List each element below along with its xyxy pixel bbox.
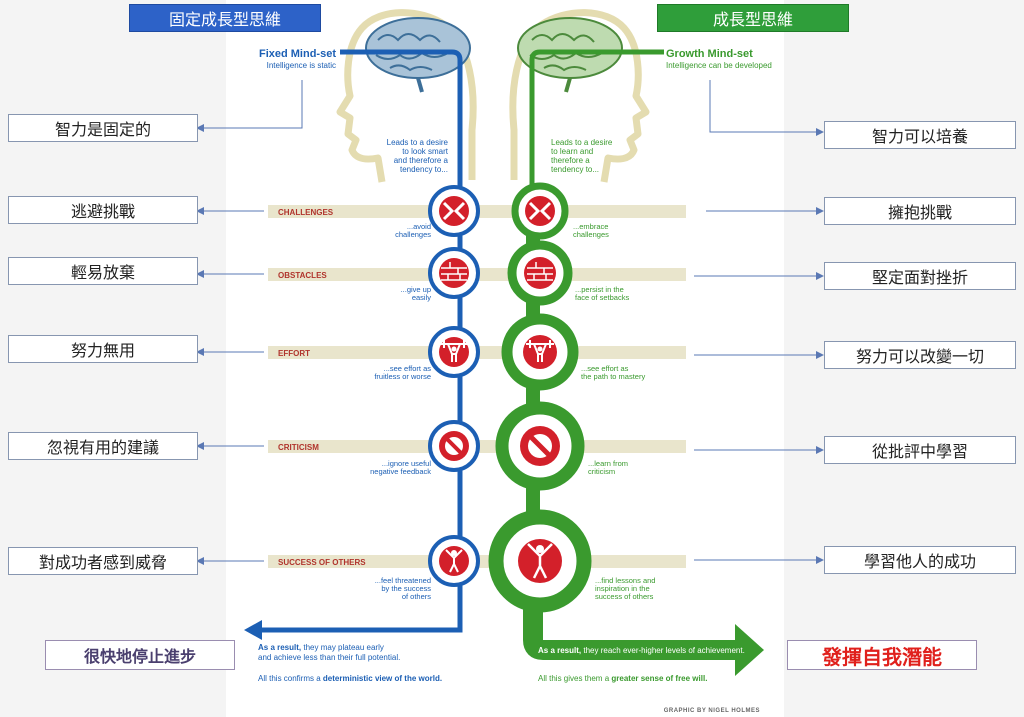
right-annotation-success: 學習他人的成功	[824, 546, 1016, 574]
growth-path-line	[529, 49, 664, 210]
fixed-subtitle: Intelligence is static	[267, 61, 336, 70]
left-annotation-challenges: 逃避挑戰	[8, 196, 198, 224]
growth-leads: Leads to a desire to learn and therefore…	[551, 138, 613, 174]
growth-icons	[518, 196, 562, 583]
growth-confirm-pre: All this gives them a	[538, 674, 610, 683]
growth-lead-line: Leads to a desire	[551, 138, 613, 147]
growth-confirm: All this gives them a greater sense of f…	[538, 674, 707, 683]
fixed-notes: ...avoid challenges ...give up easily ..…	[370, 222, 431, 601]
growth-lead-line: tendency to...	[551, 165, 599, 174]
left-annotation-intelligence: 智力是固定的	[8, 114, 198, 142]
right-annotation-criticism: 從批評中學習	[824, 436, 1016, 464]
right-annotation-effort: 努力可以改變一切	[824, 341, 1016, 369]
fixed-note: easily	[412, 293, 431, 302]
growth-confirm-bold: greater sense of free will.	[611, 674, 707, 683]
fixed-confirm-pre: All this confirms a	[258, 674, 321, 683]
fixed-note: ...give up	[401, 285, 431, 294]
growth-note: face of setbacks	[575, 293, 629, 302]
row-label-success: SUCCESS OF OTHERS	[278, 558, 366, 567]
fixed-lead-line: tendency to...	[400, 165, 448, 174]
right-annotation-intelligence: 智力可以培養	[824, 121, 1016, 149]
person-icon	[518, 539, 562, 583]
graphic-credit: GRAPHIC BY NIGEL HOLMES	[664, 708, 760, 714]
arrows-icon	[525, 196, 555, 226]
connector-lines	[200, 80, 820, 562]
right-annotation-obstacles: 堅定面對挫折	[824, 262, 1016, 290]
fixed-leads: Leads to a desire to look smart and ther…	[387, 138, 449, 174]
fixed-nodes	[428, 185, 480, 587]
fixed-icons	[439, 196, 469, 576]
growth-note: the path to mastery	[581, 372, 645, 381]
growth-note: challenges	[573, 230, 609, 239]
growth-note: ...find lessons and	[595, 576, 655, 585]
left-annotation-effort: 努力無用	[8, 335, 198, 363]
growth-note: ...persist in the	[575, 285, 624, 294]
fixed-note: negative feedback	[370, 467, 431, 476]
growth-outcome-box: 發揮自我潛能	[787, 640, 977, 670]
fixed-lead-line: Leads to a desire	[387, 138, 449, 147]
growth-bend	[523, 600, 735, 660]
fixed-result-line-2: and achieve less than their full potenti…	[258, 653, 400, 662]
left-annotation-criticism: 忽視有用的建議	[8, 432, 198, 460]
fixed-note: challenges	[395, 230, 431, 239]
person-icon	[439, 546, 469, 576]
fixed-note: ...avoid	[407, 222, 431, 231]
growth-note: criticism	[588, 467, 615, 476]
growth-note: ...learn from	[588, 459, 628, 468]
growth-note: ...embrace	[573, 222, 608, 231]
growth-result-line: As a result, they reach ever-higher leve…	[538, 646, 745, 655]
fixed-title: Fixed Mind-set	[259, 48, 336, 60]
growth-note: ...see effort as	[581, 364, 629, 373]
fixed-outcome-box: 很快地停止進步	[45, 640, 235, 670]
fixed-note: by the success	[381, 584, 431, 593]
brick-wall-icon	[524, 257, 556, 289]
fixed-path-line	[258, 49, 463, 633]
fixed-header-tag: 固定成長型思維	[129, 4, 321, 32]
left-annotation-success: 對成功者感到威脅	[8, 547, 198, 575]
growth-note: success of others	[595, 592, 654, 601]
arrows-icon	[439, 196, 469, 226]
no-sign-icon	[439, 431, 469, 461]
growth-result-text: they reach ever-higher levels of achieve…	[583, 646, 744, 655]
fixed-result-text: they may plateau early	[303, 643, 384, 652]
row-bands	[268, 205, 686, 568]
fixed-arrowhead	[244, 620, 262, 640]
fixed-note: ...feel threatened	[375, 576, 431, 585]
growth-lead-line: therefore a	[551, 156, 590, 165]
right-annotation-challenges: 擁抱挑戰	[824, 197, 1016, 225]
growth-arrowhead	[735, 624, 764, 676]
fixed-confirm-bold: deterministic view of the world.	[323, 674, 442, 683]
growth-note: inspiration in the	[595, 584, 650, 593]
weightlifter-icon	[523, 335, 557, 369]
row-label-challenges: CHALLENGES	[278, 208, 334, 217]
row-label-obstacles: OBSTACLES	[278, 271, 327, 280]
no-sign-icon	[520, 426, 560, 466]
fixed-note: ...see effort as	[384, 364, 432, 373]
row-label-effort: EFFORT	[278, 349, 310, 358]
fixed-confirm: All this confirms a deterministic view o…	[258, 674, 442, 683]
brick-wall-icon	[439, 258, 469, 288]
weightlifter-icon	[439, 337, 469, 367]
fixed-lead-line: to look smart	[402, 147, 449, 156]
fixed-lead-line: and therefore a	[394, 156, 449, 165]
row-label-criticism: CRITICISM	[278, 443, 319, 452]
growth-lead-line: to learn and	[551, 147, 593, 156]
row-labels: CHALLENGES OBSTACLES EFFORT CRITICISM SU…	[278, 208, 366, 567]
connector-arrowheads	[196, 124, 824, 565]
growth-header-tag: 成長型思維	[657, 4, 849, 32]
fixed-note: of others	[402, 592, 431, 601]
growth-result-lead: As a result,	[538, 646, 581, 655]
growth-title: Growth Mind-set	[666, 48, 753, 60]
growth-subtitle: Intelligence can be developed	[666, 61, 772, 70]
growth-notes: ...embrace challenges ...persist in the …	[573, 222, 655, 601]
fixed-result-lead: As a result,	[258, 643, 301, 652]
left-annotation-obstacles: 輕易放棄	[8, 257, 198, 285]
fixed-note: fruitless or worse	[374, 372, 431, 381]
fixed-note: ...ignore useful	[382, 459, 432, 468]
fixed-brain-icon	[365, 17, 471, 93]
growth-brain-icon	[517, 17, 623, 93]
fixed-result-line-1: As a result, they may plateau early	[258, 643, 384, 652]
